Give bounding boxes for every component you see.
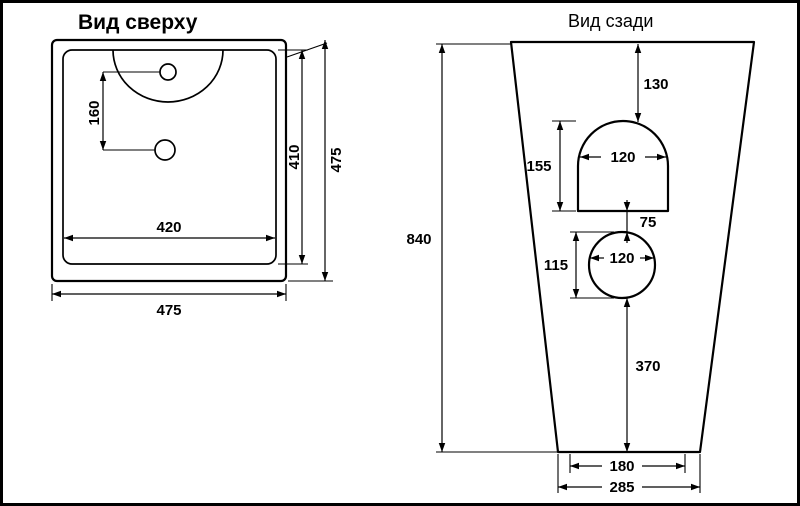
dim-label-160: 160 bbox=[86, 100, 103, 125]
dim-label-475-h: 475 bbox=[156, 302, 181, 319]
dim-label-75: 75 bbox=[640, 214, 657, 231]
dim-label-130: 130 bbox=[643, 76, 668, 93]
dim-label-180: 180 bbox=[609, 458, 634, 475]
dim-label-120-cutout: 120 bbox=[610, 149, 635, 166]
dim-label-285: 285 bbox=[609, 479, 634, 496]
dim-basin-depth: 410 bbox=[278, 49, 308, 265]
dim-cutout-height: 155 bbox=[526, 120, 576, 212]
dim-hole-to-bottom: 370 bbox=[623, 298, 661, 452]
dim-cutout-width: 120 bbox=[580, 149, 666, 166]
top-view-outer-outline bbox=[50, 38, 288, 283]
dim-base-inner-width: 180 bbox=[569, 454, 686, 475]
dim-extension-line bbox=[286, 42, 328, 58]
rear-view: Вид сзади 130 155 120 75 bbox=[406, 11, 756, 496]
drain-opening bbox=[587, 230, 657, 300]
dim-hole-spacing: 160 bbox=[86, 71, 160, 151]
cutout-arch bbox=[576, 119, 670, 213]
dim-label-840: 840 bbox=[406, 231, 431, 248]
dim-label-155: 155 bbox=[526, 158, 551, 175]
dim-label-410: 410 bbox=[286, 144, 303, 169]
dim-base-width: 285 bbox=[557, 454, 701, 496]
dim-overall-width: 475 bbox=[51, 284, 287, 319]
basin-back-arc bbox=[112, 49, 224, 103]
top-view-inner-outline bbox=[62, 49, 277, 265]
dim-top-to-cutout: 130 bbox=[634, 44, 669, 122]
dim-basin-width: 420 bbox=[64, 219, 275, 242]
dim-label-370: 370 bbox=[635, 358, 660, 375]
dim-overall-depth: 475 bbox=[286, 40, 345, 282]
rear-view-title: Вид сзади bbox=[568, 11, 653, 31]
dim-hole-height: 115 bbox=[544, 231, 614, 299]
dim-label-475-v: 475 bbox=[328, 147, 345, 172]
dim-label-120-hole: 120 bbox=[609, 250, 634, 267]
dim-label-115: 115 bbox=[544, 257, 568, 274]
dim-cutout-to-hole: 75 bbox=[623, 200, 657, 243]
dim-overall-height: 840 bbox=[406, 43, 558, 453]
dim-hole-diameter: 120 bbox=[590, 250, 654, 267]
top-view-title: Вид сверху bbox=[78, 11, 198, 34]
dim-label-420: 420 bbox=[156, 219, 181, 236]
top-view: Вид сверху 160 420 410 bbox=[50, 11, 345, 319]
